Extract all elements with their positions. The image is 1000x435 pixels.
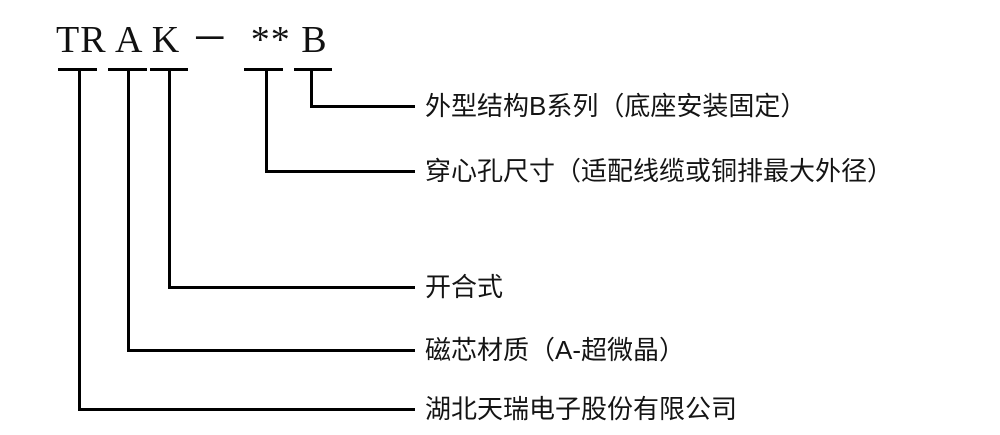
leader-stem-housing-structure [310,68,313,108]
leader-stem-company-name [78,68,81,411]
callout-label-core-material: 磁芯材质（A-超微晶） [425,335,686,365]
callout-label-housing-structure: 外型结构B系列（底座安装固定） [425,91,807,121]
leader-rule-core-material [127,349,415,352]
model-code-text: TR A K － ** B [56,19,328,61]
leader-stem-core-material [127,68,130,352]
callout-label-split-core-type: 开合式 [425,272,504,302]
leader-rule-aperture-size [265,170,415,173]
leader-stem-split-core-type [168,68,171,289]
leader-stem-aperture-size [265,68,268,173]
leader-rule-company-name [78,408,415,411]
callout-label-company-name: 湖北天瑞电子股份有限公司 [425,394,738,424]
leader-rule-housing-structure [310,105,415,108]
leader-cap-aperture-size [244,68,283,71]
callout-label-aperture-size: 穿心孔尺寸（适配线缆或铜排最大外径） [425,156,894,186]
leader-cap-housing-structure [294,68,332,71]
leader-cap-company-name [58,68,97,71]
leader-rule-split-core-type [168,286,415,289]
